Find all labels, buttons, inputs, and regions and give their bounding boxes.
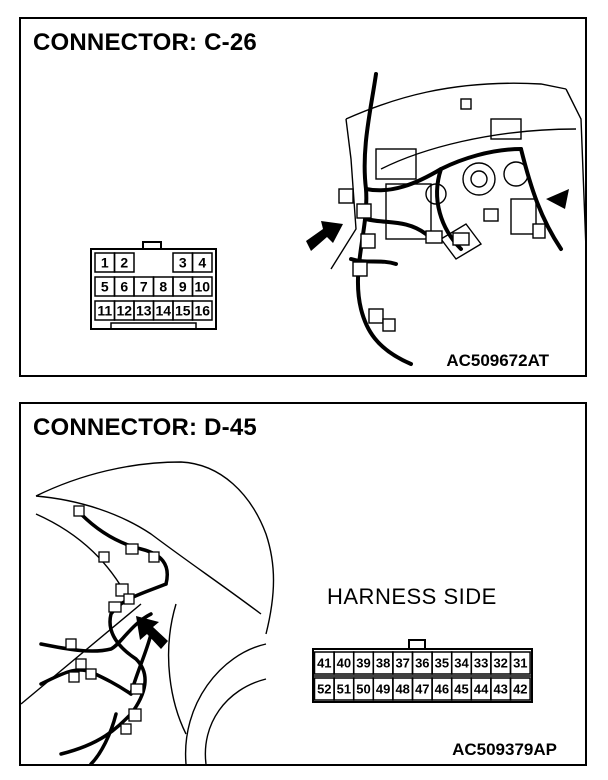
pin-number: 8 <box>159 279 167 295</box>
pin-number: 43 <box>493 682 507 697</box>
pin-cell <box>191 300 213 321</box>
pin-number: 2 <box>120 255 128 271</box>
pin-number: 3 <box>179 255 187 271</box>
pin-number: 40 <box>337 656 351 671</box>
pin-number: 11 <box>97 303 112 319</box>
connector-d45-row2: 52 51 50 49 48 47 46 45 44 43 42 <box>313 677 531 701</box>
pin-number: 41 <box>317 656 331 671</box>
pin-number: 32 <box>493 656 507 671</box>
pin-number: 14 <box>155 303 171 319</box>
pin-cell <box>191 276 213 297</box>
pin-cell <box>509 651 531 675</box>
connector-d45-title: CONNECTOR: D-45 <box>33 414 257 441</box>
pin-number: 45 <box>454 682 468 697</box>
pin-number: 51 <box>337 682 351 697</box>
location-arrow <box>306 221 343 251</box>
pin-number: 49 <box>376 682 390 697</box>
pin-number: 7 <box>140 279 148 295</box>
pin-number: 46 <box>435 682 449 697</box>
pin-number: 37 <box>395 656 409 671</box>
pin-number: 36 <box>415 656 429 671</box>
pin-number: 39 <box>356 656 370 671</box>
pin-number: 10 <box>194 279 210 295</box>
dashboard-wiring-illustration <box>306 72 587 366</box>
pin-number: 4 <box>198 255 206 271</box>
pin-number: 48 <box>395 682 409 697</box>
pin-number: 34 <box>454 656 469 671</box>
pin-number: 1 <box>101 255 109 271</box>
pin-number: 52 <box>317 682 331 697</box>
location-arrow <box>136 616 168 649</box>
connector-c26-code: AC509672AT <box>446 351 549 370</box>
pin-number: 33 <box>474 656 488 671</box>
pin-number: 50 <box>356 682 370 697</box>
pin-number: 9 <box>179 279 187 295</box>
pin-number: 13 <box>136 303 152 319</box>
harness-side-label: HARNESS SIDE <box>327 584 497 609</box>
pin-number: 16 <box>194 303 210 319</box>
pin-number: 6 <box>120 279 128 295</box>
pin-number: 42 <box>513 682 527 697</box>
pin-cell <box>509 677 531 701</box>
pin-cell <box>191 252 213 273</box>
pin-number: 38 <box>376 656 390 671</box>
connector-d45-face: 41 40 39 38 37 36 35 34 33 32 31 52 51 50 49 48 47 46 45 4… <box>312 639 533 703</box>
pin-cell <box>113 252 135 273</box>
pin-number: 44 <box>474 682 489 697</box>
connector-d45-row1: 41 40 39 38 37 36 35 34 33 32 31 <box>313 651 531 675</box>
pin-number: 47 <box>415 682 429 697</box>
pin-number: 35 <box>435 656 449 671</box>
vehicle-body-illustration: 41 40 39 38 37 36 35 34 33 32 31 52 51 50 49 48 47 46 45 4… <box>20 461 533 766</box>
pin-number: 5 <box>101 279 109 295</box>
connector-d45-code: AC509379AP <box>452 740 557 759</box>
connector-c26-title: CONNECTOR: C-26 <box>33 29 257 56</box>
pin-number: 12 <box>116 303 132 319</box>
connector-d45-panel: CONNECTOR: D-45 <box>19 402 587 766</box>
pin-number: 31 <box>513 656 527 671</box>
pin-number: 15 <box>175 303 191 319</box>
